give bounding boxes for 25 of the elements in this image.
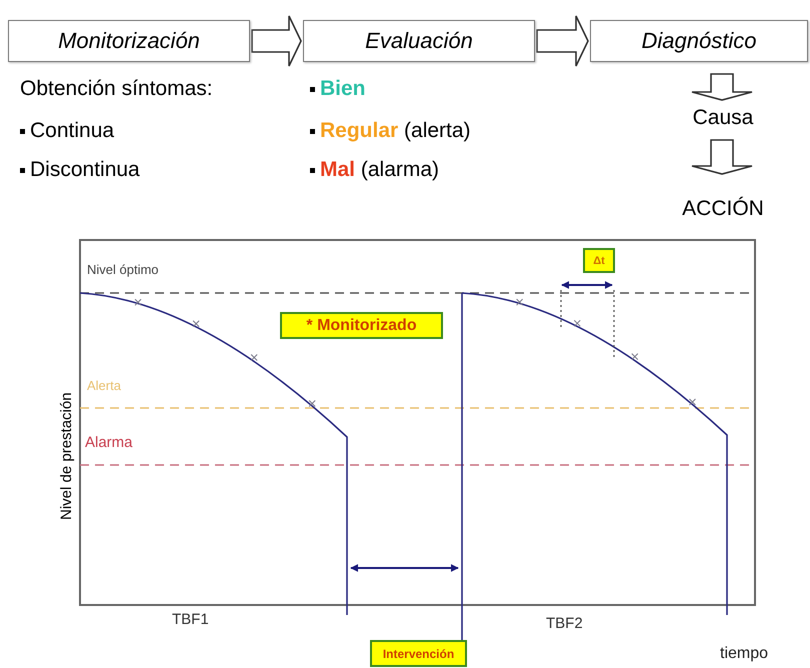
level-label: Nivel óptimo: [87, 262, 159, 277]
step-text: ACCIÓN: [673, 194, 773, 224]
block-arrow: [691, 73, 753, 101]
interval-label: TBF2: [546, 615, 583, 632]
process-box: Evaluación: [303, 20, 535, 62]
block-arrow: [536, 15, 589, 67]
list-heading: Obtención síntomas:: [20, 77, 213, 101]
list-item: Regular (alerta): [310, 119, 471, 143]
process-box: Monitorización: [8, 20, 250, 62]
process-box: Diagnóstico: [590, 20, 808, 62]
block-arrow: [251, 15, 302, 67]
level-label: Alarma: [85, 434, 133, 451]
list-item: Mal (alarma): [310, 158, 440, 182]
axis-label: Nivel de prestación: [58, 392, 75, 520]
list-item: Bien: [310, 77, 366, 101]
note-box: * Monitorizado: [280, 312, 443, 339]
list-item: Continua: [20, 119, 114, 143]
note-box: Intervención: [370, 640, 467, 667]
axis-label: tiempo: [720, 645, 768, 663]
note-box: Δt: [583, 248, 615, 273]
level-label: Alerta: [87, 378, 121, 393]
list-item: Discontinua: [20, 158, 140, 182]
step-text: Causa: [690, 104, 756, 132]
interval-label: TBF1: [172, 611, 209, 628]
block-arrow: [691, 139, 753, 175]
